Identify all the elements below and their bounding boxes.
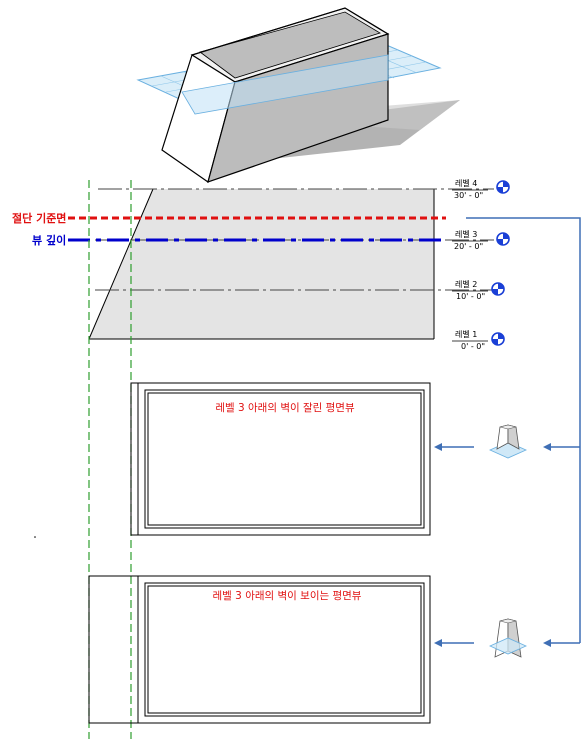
model-inner-wall xyxy=(199,11,381,79)
level-4-name: 레벨 4 xyxy=(455,178,477,188)
plan-view-visible-title: 레벨 3 아래의 벽이 보이는 평면뷰 xyxy=(213,590,362,602)
wall-cut-3d-icon xyxy=(489,424,527,459)
level-1-name: 레벨 1 xyxy=(455,329,477,339)
level-tag-1: 레벨 1 0' - 0" xyxy=(452,329,488,351)
plan-view-cut-title: 레벨 3 아래의 벽이 잘린 평면뷰 xyxy=(215,402,355,414)
level-3-name: 레벨 3 xyxy=(455,229,477,239)
arrow-left-icon xyxy=(434,443,442,451)
level-2-elevation: 10' - 0" xyxy=(456,292,485,301)
wall-visible-3d-icon xyxy=(489,618,527,658)
level-4-elevation: 30' - 0" xyxy=(454,191,483,200)
arrow-left-icon xyxy=(543,639,551,647)
level-marker-icon xyxy=(491,332,505,346)
wall-section-fill xyxy=(89,189,434,339)
plan-view-visible: 레벨 3 아래의 벽이 보이는 평면뷰 xyxy=(88,575,431,724)
level-marker-icon xyxy=(491,282,505,296)
level-tag-2: 레벨 2 10' - 0" xyxy=(452,279,488,301)
section-elevation: 절단 기준면 뷰 깊이 레벨 4 30' - 0" 레벨 3 20' - 0" … xyxy=(12,178,510,351)
level-marker-icon xyxy=(496,232,510,246)
view-depth-label: 뷰 깊이 xyxy=(32,233,66,247)
isometric-wall-model xyxy=(136,7,460,183)
level-marker-icon xyxy=(496,180,510,194)
stray-dot xyxy=(34,536,36,538)
level-tag-4: 레벨 4 30' - 0" xyxy=(452,178,488,200)
level-2-name: 레벨 2 xyxy=(455,279,477,289)
arrow-left-icon xyxy=(434,639,442,647)
level-1-elevation: 0' - 0" xyxy=(461,342,485,351)
plan-view-cut: 레벨 3 아래의 벽이 잘린 평면뷰 xyxy=(130,382,431,536)
model-cut-plane-front xyxy=(181,54,389,115)
level-tag-3: 레벨 3 20' - 0" xyxy=(452,229,488,251)
arrow-left-icon xyxy=(543,443,551,451)
level-3-elevation: 20' - 0" xyxy=(454,242,483,251)
cut-plane-label: 절단 기준면 xyxy=(12,211,66,225)
